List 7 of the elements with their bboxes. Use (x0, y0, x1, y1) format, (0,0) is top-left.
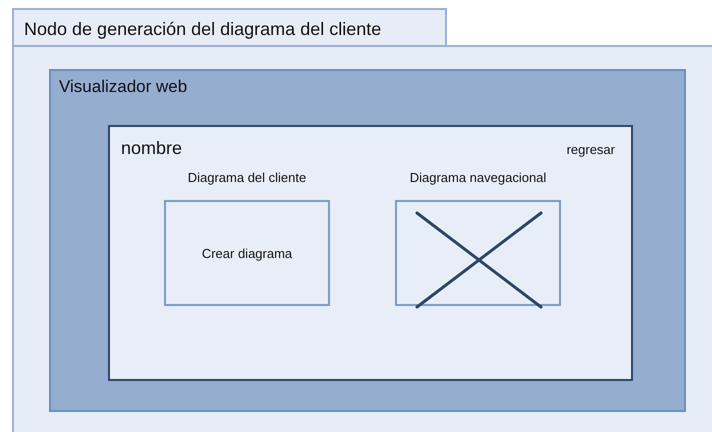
card-text: Crear diagrama (202, 246, 292, 260)
panel-title: Visualizador web (59, 77, 188, 97)
section-heading: Diagrama del cliente (186, 170, 308, 185)
section-heading: Diagrama navegacional (408, 170, 548, 185)
window-title: nombre (121, 138, 182, 159)
back-link: regresar (566, 142, 615, 157)
title-tab: Nodo de generación del diagrama del cliente (12, 8, 447, 46)
